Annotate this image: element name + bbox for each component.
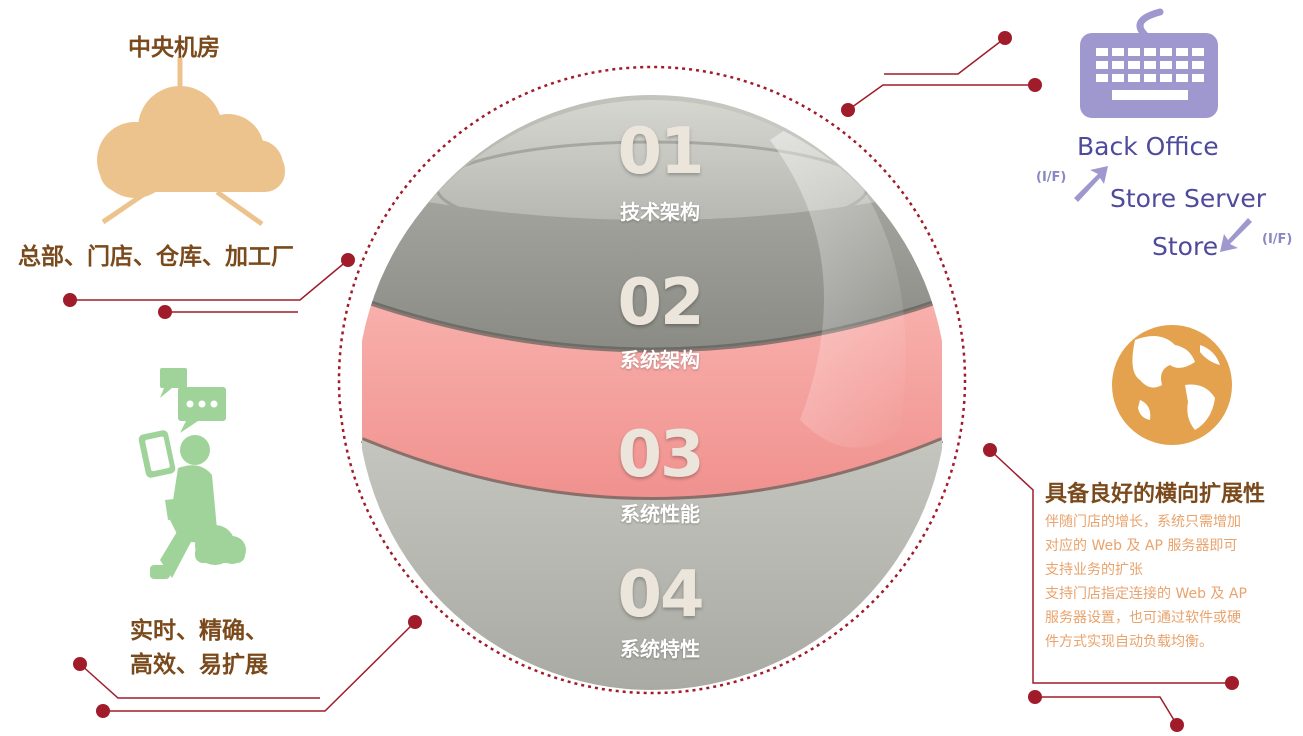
desc-line: 服务器设置，也可通过软件或硬 <box>1045 610 1241 626</box>
store-label: Store <box>1152 232 1219 261</box>
connector-lines <box>70 37 1232 726</box>
if-label-left: (I/F) <box>1036 170 1067 185</box>
band-04-number: 04 <box>617 558 704 632</box>
features-line-2: 高效、易扩展 <box>130 652 268 678</box>
arrow-down-left-icon <box>1220 218 1252 252</box>
person-tablet-icon <box>138 368 246 579</box>
arrow-up-right-icon <box>1074 166 1108 202</box>
desc-line: 支持业务的扩张 <box>1045 562 1143 578</box>
sphere <box>360 95 944 690</box>
band-04 <box>362 440 942 690</box>
band-03 <box>362 300 942 500</box>
if-label-right: (I/F) <box>1262 232 1293 247</box>
back-office-label: Back Office <box>1077 132 1219 161</box>
keyboard-icon <box>1080 8 1218 118</box>
desc-line: 件方式实现自动负载均衡。 <box>1045 634 1213 650</box>
store-server-label: Store Server <box>1110 184 1267 213</box>
central-server-title: 中央机房 <box>128 35 220 61</box>
band-01-number: 01 <box>617 115 704 189</box>
locations-subtitle: 总部、门店、仓库、加工厂 <box>18 244 294 270</box>
band-02-number: 02 <box>617 266 704 340</box>
scalability-title: 具备良好的横向扩展性 <box>1045 482 1266 507</box>
scalability-description: 伴随门店的增长，系统只需增加 对应的 Web 及 AP 服务器即可 支持业务的扩… <box>1045 510 1300 654</box>
desc-line: 支持门店指定连接的 Web 及 AP <box>1045 586 1247 602</box>
band-03-title: 系统性能 <box>620 502 700 526</box>
band-03-number: 03 <box>617 418 704 492</box>
connector-dots <box>63 31 1239 732</box>
band-01-title: 技术架构 <box>620 200 700 224</box>
chat-bubble-icon <box>160 368 226 433</box>
band-04-title: 系统特性 <box>620 637 700 661</box>
globe-icon <box>1112 325 1232 445</box>
band-02-title: 系统架构 <box>620 348 700 372</box>
desc-line: 伴随门店的增长，系统只需增加 <box>1045 514 1241 530</box>
features-line-1: 实时、精确、 <box>130 618 268 644</box>
band-02 <box>362 190 942 350</box>
desc-line: 对应的 Web 及 AP 服务器即可 <box>1045 538 1238 554</box>
cloud-icon <box>97 57 285 227</box>
dotted-ring <box>337 65 967 695</box>
